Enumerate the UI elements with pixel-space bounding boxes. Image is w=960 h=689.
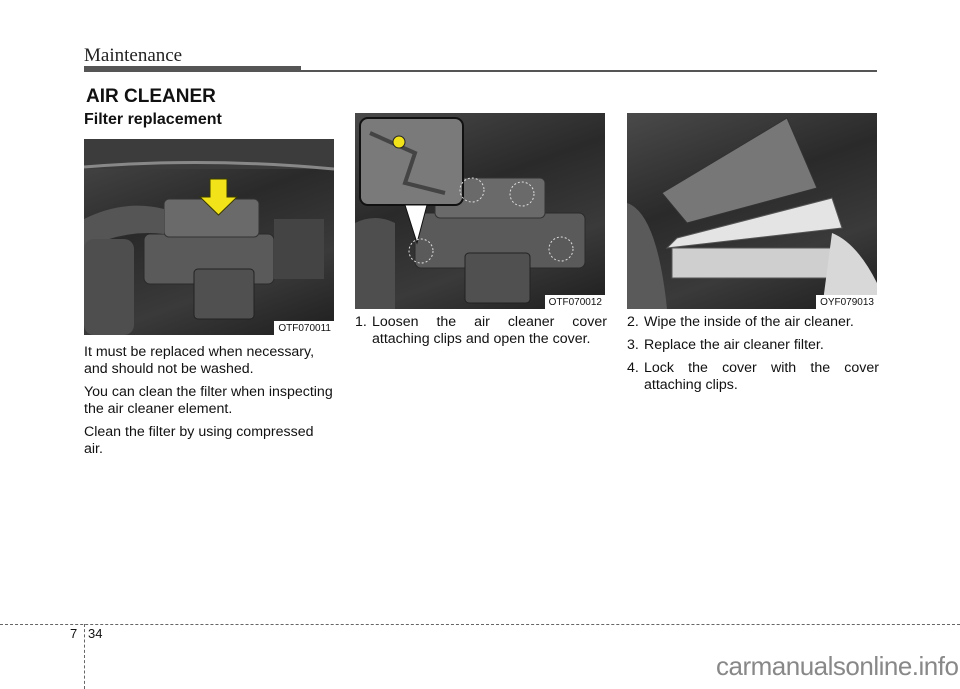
engine-illustration xyxy=(84,139,334,335)
step-number: 1. xyxy=(355,314,367,330)
figure-filter: OYF079013 xyxy=(627,113,877,309)
figure-clips: OTF070012 xyxy=(355,113,605,309)
step-text: Lock the cover with the cover attaching … xyxy=(644,360,879,393)
figure-engine-bay: OTF070011 xyxy=(84,139,334,335)
clip-marker-circle xyxy=(459,177,485,203)
clip-marker-circle xyxy=(408,238,434,264)
release-arrow-icon xyxy=(392,135,406,149)
clips-illustration xyxy=(355,117,586,309)
intro-text: It must be replaced when necessary, and … xyxy=(84,344,336,464)
step-number: 4. xyxy=(627,360,639,376)
figure-code: OYF079013 xyxy=(816,295,877,309)
clip-marker-circle xyxy=(509,181,535,207)
footer-divider xyxy=(84,624,85,689)
footer-rule xyxy=(0,624,960,625)
paragraph: It must be replaced when necessary, and … xyxy=(84,344,315,377)
chapter-number: 7 xyxy=(70,626,78,641)
step-number: 3. xyxy=(627,337,639,353)
page-subtitle: Filter replacement xyxy=(84,111,222,128)
step-text: Wipe the inside of the air cleaner. xyxy=(644,314,854,330)
step-item: 3. Replace the air cleaner filter. xyxy=(627,337,879,354)
step-number: 2. xyxy=(627,314,639,330)
page-title: AIR CLEANER xyxy=(86,86,216,107)
arrow-down-icon xyxy=(198,178,239,216)
figure-code: OTF070012 xyxy=(544,295,605,309)
header-rule-thick xyxy=(84,66,301,72)
step-item: 4. Lock the cover with the cover attachi… xyxy=(627,360,879,394)
watermark: carmanualsonline.info xyxy=(716,651,959,681)
figure-code: OTF070011 xyxy=(274,321,334,335)
step-text: Replace the air cleaner filter. xyxy=(644,337,824,353)
header-rule-thin xyxy=(301,70,877,72)
paragraph: You can clean the filter when inspecting… xyxy=(84,384,333,417)
page-number: 34 xyxy=(88,626,103,641)
section-title: Maintenance xyxy=(84,45,183,66)
step-text: Loosen the air cleaner cover attaching c… xyxy=(372,314,607,347)
step-item: 2. Wipe the inside of the air cleaner. xyxy=(627,314,879,331)
step-item: 1. Loosen the air cleaner cover attachin… xyxy=(355,314,607,348)
filter-illustration xyxy=(627,117,877,309)
steps-column-2: 2. Wipe the inside of the air cleaner. 3… xyxy=(627,314,879,400)
steps-column-1: 1. Loosen the air cleaner cover attachin… xyxy=(355,314,607,354)
clip-marker-circle xyxy=(548,236,574,262)
paragraph: Clean the filter by using compressed air… xyxy=(84,424,314,457)
